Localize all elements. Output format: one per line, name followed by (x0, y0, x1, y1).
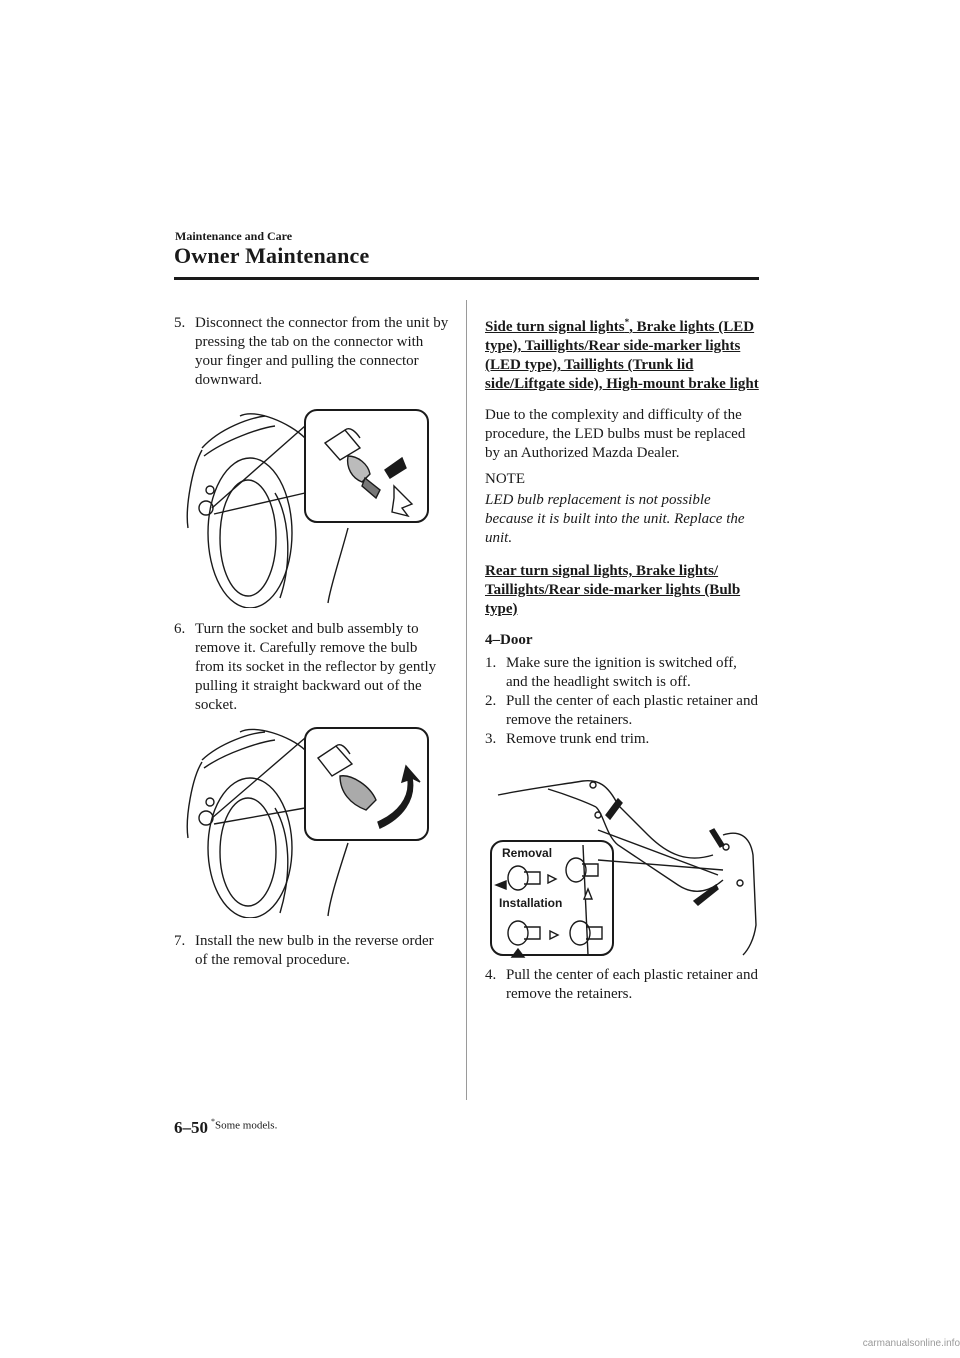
step-text: Remove trunk end trim. (506, 731, 650, 747)
step-6: 6. Turn the socket and bulb assembly to … (174, 620, 449, 715)
step-text: Install the new bulb in the reverse orde… (195, 933, 434, 968)
led-section-heading: Side turn signal lights*, Brake lights (… (485, 313, 761, 394)
page-number: 6–50 (174, 1118, 208, 1137)
column-divider (466, 300, 467, 1100)
watermark: carmanualsonline.info (862, 1338, 960, 1349)
installation-label: Installation (499, 896, 562, 910)
asterisk: * (624, 317, 630, 327)
step-text: Pull the center of each plastic retainer… (506, 967, 758, 1002)
header-rule (174, 277, 759, 280)
footnote: *Some models. (211, 1117, 277, 1132)
heading-text: Side turn signal lights (485, 319, 625, 335)
step-text: Pull the center of each plastic retainer… (506, 693, 758, 728)
note-text: LED bulb replacement is not possible bec… (485, 492, 745, 546)
step-5: 5. Disconnect the connector from the uni… (174, 314, 449, 390)
step-number: 3. (485, 731, 497, 747)
step-7: 7. Install the new bulb in the reverse o… (174, 932, 449, 970)
led-description: Due to the complexity and difficulty of … (485, 407, 746, 461)
step-text: Disconnect the connector from the unit b… (195, 315, 449, 388)
heading-text: , Brake lights (LED type), Taillights/Re… (485, 319, 759, 392)
chapter-title: Owner Maintenance (174, 243, 370, 268)
step-number: 5. (174, 315, 186, 331)
step-number: 4. (485, 967, 497, 983)
socket-turn-illustration (186, 727, 429, 918)
step-number: 6. (174, 621, 186, 637)
step-text: Turn the socket and bulb assembly to rem… (195, 621, 437, 713)
door-label: 4–Door (485, 632, 533, 648)
note-label: NOTE (485, 471, 525, 487)
bulb-section-heading: Rear turn signal lights, Brake lights/ T… (485, 563, 741, 617)
step-number: 2. (485, 693, 497, 709)
trunk-trim-illustration: Removal Installation (490, 779, 757, 958)
removal-label: Removal (502, 846, 552, 860)
footnote-asterisk: * (211, 1117, 215, 1126)
step-text: Make sure the ignition is switched off, … (506, 655, 737, 690)
step-number: 7. (174, 933, 186, 949)
step-2: 2. Pull the center of each plastic retai… (485, 692, 760, 730)
footnote-text: Some models. (215, 1119, 278, 1132)
step-3: 3. Remove trunk end trim. (485, 730, 760, 749)
step-number: 1. (485, 655, 497, 671)
step-1: 1. Make sure the ignition is switched of… (485, 654, 760, 692)
step-4: 4. Pull the center of each plastic retai… (485, 966, 760, 1004)
section-label: Maintenance and Care (175, 229, 293, 243)
connector-removal-illustration (186, 409, 429, 608)
